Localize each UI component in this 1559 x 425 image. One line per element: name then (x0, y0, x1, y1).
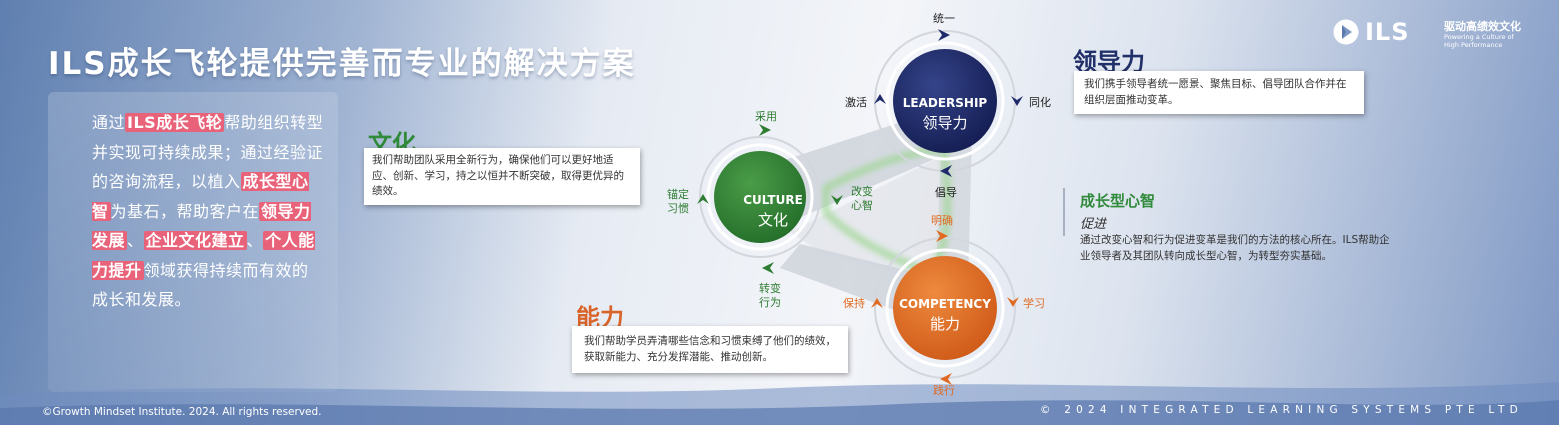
leadership-circle: LEADERSHIP 领导力 (893, 49, 997, 153)
label-zhuanbian-1: 转变 (759, 281, 781, 295)
ils-logo-icon (1333, 19, 1359, 45)
leadership-circle-en: LEADERSHIP (903, 96, 988, 110)
culture-circle-cn: 文化 (758, 211, 788, 229)
slogan-en-line-1: Powering a Culture of (1444, 33, 1514, 41)
label-caiyong: 采用 (755, 110, 777, 123)
chevron-left-icon (940, 165, 952, 177)
label-jihuo: 激活 (845, 95, 867, 109)
connector-bands (760, 112, 972, 312)
chevron-right-icon (936, 230, 948, 242)
mindset-accent-bar (1063, 188, 1065, 236)
chevron-right-icon (759, 124, 771, 136)
chevron-left-icon (940, 373, 952, 385)
slogan: 驱动高绩效文化 Powering a Culture of High Perfo… (1444, 20, 1521, 49)
label-xuexi: 学习 (1023, 296, 1045, 310)
culture-circle: CULTURE 文化 (714, 151, 806, 243)
culture-card: 我们帮助团队采用全新行为，确保他们可以更好地适应、创新、学习，持之以恒并不断突破… (364, 148, 640, 205)
chevron-up-icon (697, 194, 709, 204)
label-tongyi: 统一 (933, 12, 955, 25)
chevron-down-icon (1007, 297, 1019, 307)
copyright-left: ©Growth Mindset Institute. 2024. All rig… (42, 406, 322, 418)
leadership-circle-cn: 领导力 (922, 114, 967, 132)
outer-rings (699, 30, 1016, 379)
chevron-up-icon (874, 94, 886, 104)
mindset-body: 通过改变心智和行为促进变革是我们的方法的核心所在。ILS帮助企业领导者及其团队转… (1080, 234, 1390, 262)
copyright-right: © 2024 INTEGRATED LEARNING SYSTEMS PTE L… (1040, 404, 1523, 416)
slogan-cn: 驱动高绩效文化 (1444, 20, 1521, 33)
chevron-right-icon (938, 29, 950, 41)
chevron-down-icon (1011, 96, 1023, 106)
mindset-title: 成长型心智 (1080, 192, 1156, 210)
label-jianxing: 践行 (933, 383, 955, 397)
label-gaibian-1: 改变 (851, 184, 873, 198)
highlight-culture: 企业文化建立 (143, 231, 247, 250)
slogan-en-line-2: High Performance (1444, 41, 1503, 49)
logo-text: ILS (1365, 18, 1410, 46)
label-zhuanbian-2: 行为 (759, 296, 781, 309)
competency-card: 我们帮助学员弄清哪些信念和习惯束缚了他们的绩效，获取新能力、充分发挥潜能、推动创… (572, 326, 848, 373)
highlight-ils-flywheel: ILS成长飞轮 (125, 113, 225, 132)
label-tonghua: 同化 (1029, 95, 1051, 109)
step-labels: 统一 激活 同化 倡导 明确 采用 锚定 习惯 改变 心智 转变 行为 保持 学… (667, 12, 1051, 397)
chevron-arrows (697, 29, 1023, 385)
chevron-up-icon (871, 298, 883, 308)
culture-description: 我们帮助团队采用全新行为，确保他们可以更好地适应、创新、学习，持之以恒并不断突破… (372, 154, 624, 197)
chevron-down-icon (831, 195, 843, 205)
label-baochi: 保持 (843, 296, 865, 310)
leadership-card: 我们携手领导者统一愿景、聚焦目标、倡导团队合作并在组织层面推动变革。 (1074, 71, 1364, 114)
leadership-description: 我们携手领导者统一愿景、聚焦目标、倡导团队合作并在组织层面推动变革。 (1084, 78, 1347, 106)
mindset-subtitle: 促进 (1080, 217, 1107, 232)
competency-circle-en: COMPETENCY (899, 297, 991, 311)
competency-circle-cn: 能力 (930, 315, 960, 333)
competency-description: 我们帮助学员弄清哪些信念和习惯束缚了他们的绩效，获取新能力、充分发挥潜能、推动创… (584, 335, 836, 363)
culture-circle-en: CULTURE (743, 193, 803, 207)
label-mingque: 明确 (931, 214, 953, 227)
label-gaibian-2: 心智 (851, 198, 873, 212)
label-changdao: 倡导 (935, 186, 957, 199)
label-maoding-1: 锚定 (667, 187, 689, 201)
chevron-left-icon (762, 262, 774, 274)
label-maoding-2: 习惯 (667, 201, 689, 215)
page-title: ILS成长飞轮提供完善而专业的解决方案 (48, 46, 636, 82)
competency-circle: COMPETENCY 能力 (893, 256, 997, 360)
ils-logo: ILS (1333, 18, 1410, 46)
